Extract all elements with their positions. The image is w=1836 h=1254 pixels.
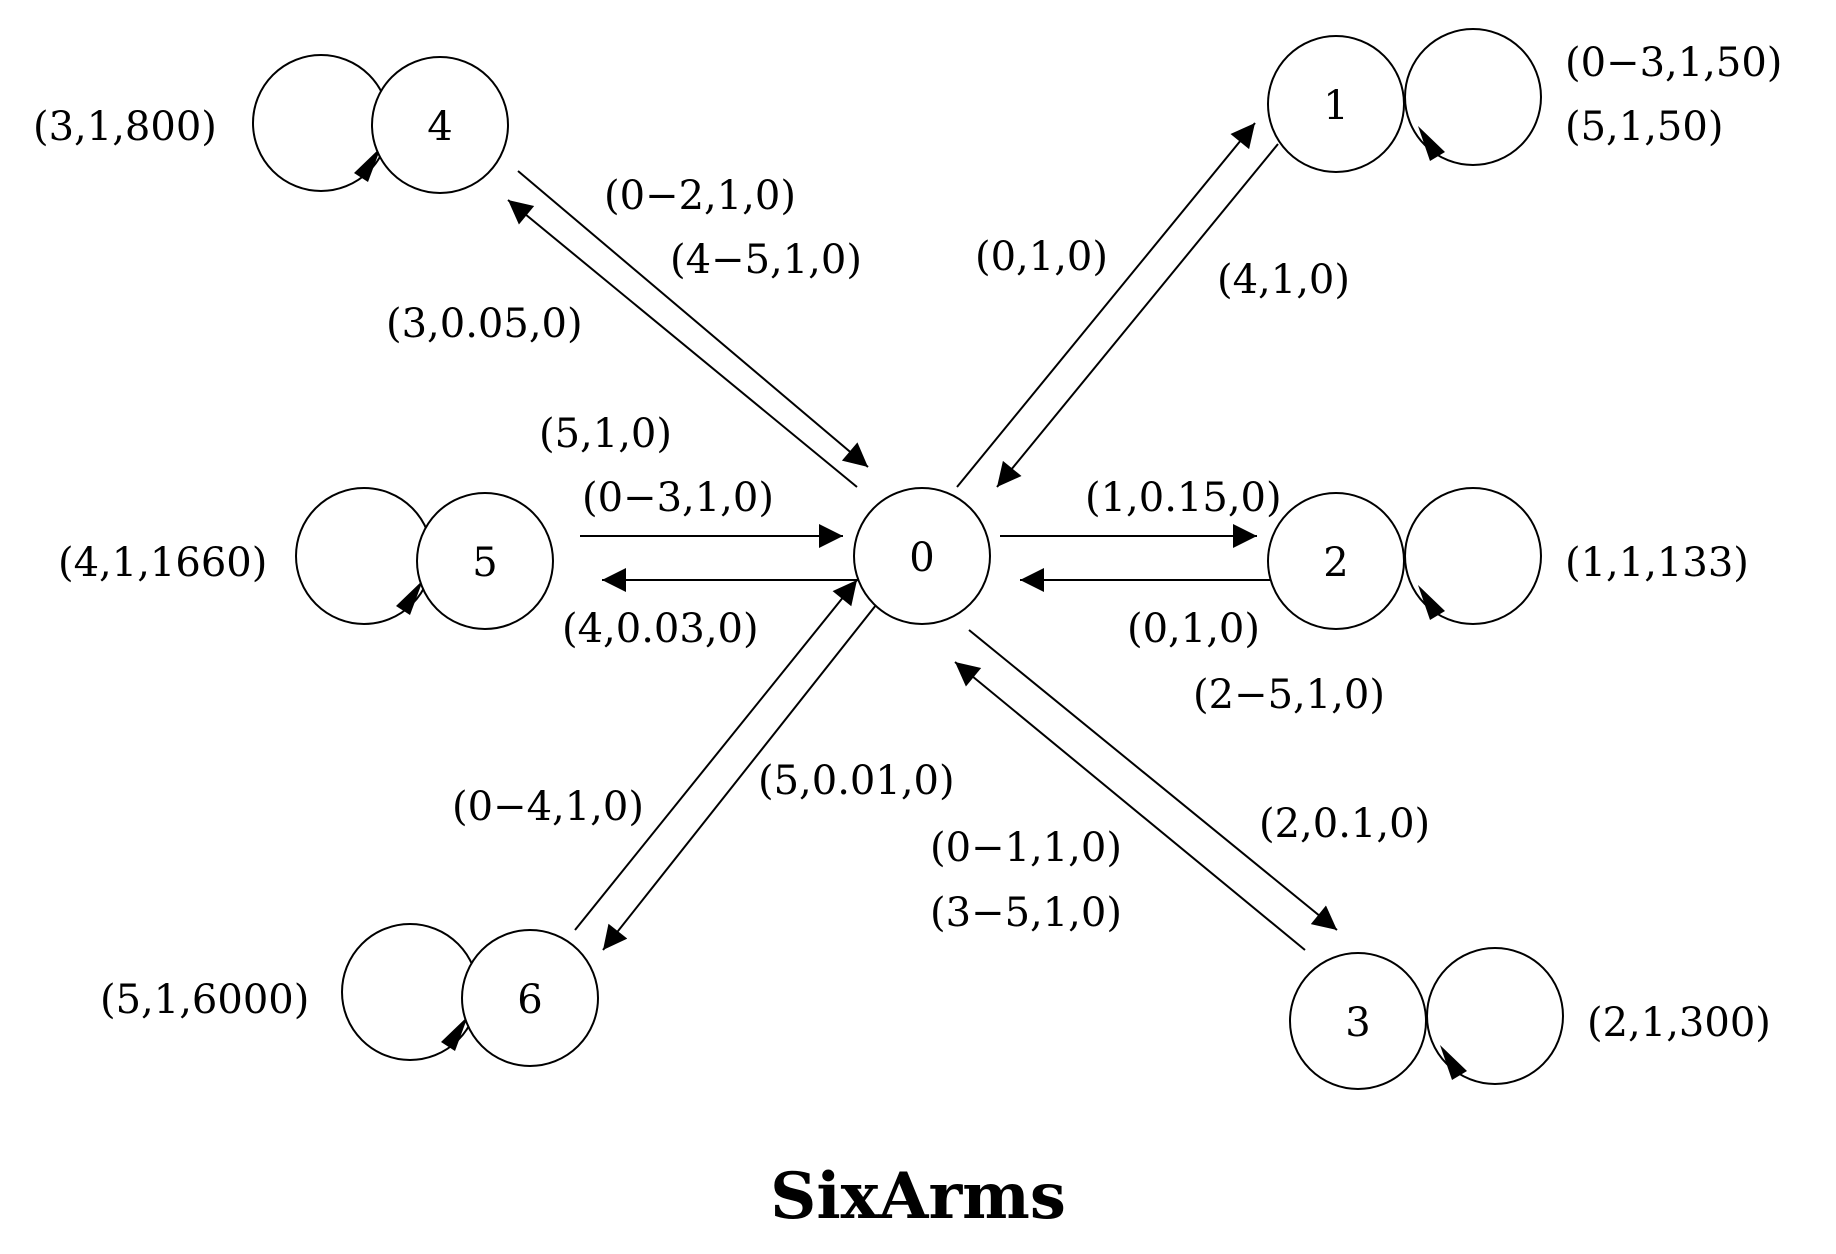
edge-label-0-3: (2,0.1,0) — [1259, 801, 1430, 847]
self-loop-label-6: (5,1,6000) — [100, 977, 309, 1023]
state-node-0 — [853, 487, 991, 625]
self-loop-arrowheads — [354, 126, 1467, 1080]
edge-label-3-0b: (3−5,1,0) — [930, 890, 1122, 936]
state-node-4 — [371, 56, 509, 194]
self-loop-arrowhead-3 — [1440, 1045, 1467, 1080]
edge-label-4-0a: (0−2,1,0) — [604, 173, 796, 219]
edge-label-0-1: (0,1,0) — [975, 234, 1108, 280]
edge-label-4-0b: (4−5,1,0) — [670, 237, 862, 283]
state-label-2: 2 — [1323, 540, 1348, 586]
edge-label-3-0a: (0−1,1,0) — [930, 825, 1122, 871]
arrow-0-to-1 — [956, 122, 1256, 488]
arrow-3-to-0 — [954, 661, 1306, 951]
self-loop-arrowhead-4 — [354, 147, 381, 182]
edge-label-0-4: (3,0.05,0) — [386, 301, 583, 347]
arrow-4-to-0 — [517, 170, 869, 468]
edge-label-6-0: (0−4,1,0) — [452, 784, 644, 830]
state-label-0: 0 — [909, 535, 934, 581]
edge-label-2-0a: (0,1,0) — [1127, 606, 1260, 652]
arrow-6-to-0 — [574, 579, 858, 931]
state-labels: 0 1 2 3 4 5 6 — [427, 83, 1370, 1046]
self-loop-label-5: (4,1,1660) — [58, 540, 267, 586]
state-node-6 — [461, 929, 599, 1067]
transition-arrows — [507, 122, 1338, 951]
edge-label-2-0b: (2−5,1,0) — [1193, 672, 1385, 718]
self-loop-label-2: (1,1,133) — [1565, 540, 1749, 586]
self-loop-1 — [1404, 28, 1542, 166]
state-label-1: 1 — [1323, 83, 1348, 129]
self-loop-label-1b: (5,1,50) — [1565, 104, 1723, 150]
self-loop-arrowhead-1 — [1418, 126, 1445, 161]
self-loop-arrowhead-6 — [441, 1016, 468, 1051]
diagram-title: SixArms — [770, 1159, 1066, 1234]
self-loop-3 — [1426, 947, 1564, 1085]
edge-label-0-2: (1,0.15,0) — [1085, 475, 1282, 521]
state-label-3: 3 — [1345, 1000, 1370, 1046]
state-label-6: 6 — [517, 977, 542, 1023]
self-loop-label-4: (3,1,800) — [33, 104, 217, 150]
edge-label-1-0: (4,1,0) — [1217, 257, 1350, 303]
state-node-1 — [1267, 35, 1405, 173]
state-node-3 — [1289, 952, 1427, 1090]
state-label-5: 5 — [472, 540, 497, 586]
state-label-4: 4 — [427, 104, 452, 150]
self-loop-labels: (0−3,1,50) (5,1,50) (1,1,133) (2,1,300) … — [33, 40, 1782, 1046]
edge-label-0-6: (5,0.01,0) — [758, 758, 955, 804]
self-loop-arrowhead-5 — [396, 580, 423, 615]
edge-label-0-5: (4,0.03,0) — [562, 606, 759, 652]
edge-label-5-0b: (0−3,1,0) — [582, 475, 774, 521]
arrow-0-to-3 — [968, 629, 1338, 931]
arrow-0-to-4 — [507, 199, 858, 488]
self-loop-arrowhead-2 — [1418, 585, 1445, 620]
transition-labels: (0,1,0) (4,1,0) (1,0.15,0) (0,1,0) (2−5,… — [386, 173, 1430, 936]
state-nodes — [371, 35, 1427, 1090]
state-node-5 — [416, 492, 554, 630]
arrow-1-to-0 — [996, 143, 1279, 488]
arrow-0-to-6 — [602, 599, 881, 951]
self-loop-label-3: (2,1,300) — [1587, 1000, 1771, 1046]
self-loop-label-1a: (0−3,1,50) — [1565, 40, 1782, 86]
state-node-2 — [1267, 492, 1405, 630]
self-loop-2 — [1404, 487, 1542, 625]
edge-label-5-0a: (5,1,0) — [539, 411, 672, 457]
